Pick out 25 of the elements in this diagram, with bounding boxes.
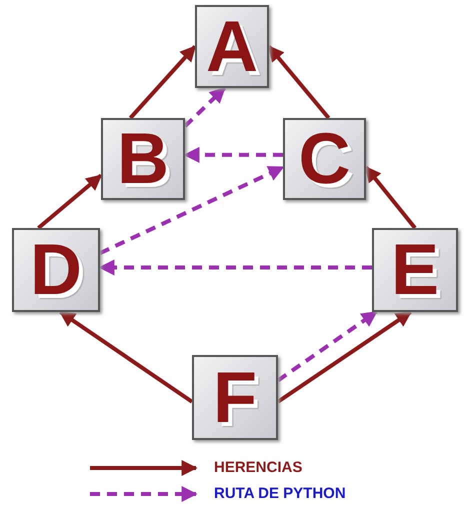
arrow: [267, 45, 330, 120]
letter-box: [101, 118, 185, 200]
arrow: [276, 310, 412, 404]
box-letter: B: [117, 123, 169, 195]
arrow: [37, 174, 102, 230]
arrow: [183, 146, 283, 163]
arrow: [59, 310, 194, 404]
legend-label: HERENCIAS: [214, 459, 302, 476]
letter-box: [192, 355, 278, 440]
arrow: [98, 259, 372, 276]
box-letter: C: [298, 123, 350, 195]
letter-box: [372, 228, 458, 312]
letter-box: [195, 5, 269, 88]
box-letter: A: [206, 10, 258, 82]
arrow: [128, 45, 196, 120]
arrow: [364, 166, 417, 230]
box-letter: E: [390, 234, 440, 306]
box-letter: D: [30, 234, 82, 306]
arrow: [276, 310, 378, 382]
letter-box: [12, 228, 100, 312]
arrow: [99, 165, 284, 255]
legend-label: RUTA DE PYTHON: [214, 485, 346, 502]
letter-box: [283, 118, 366, 200]
box-letter: F: [213, 362, 257, 434]
arrow: [184, 86, 226, 128]
